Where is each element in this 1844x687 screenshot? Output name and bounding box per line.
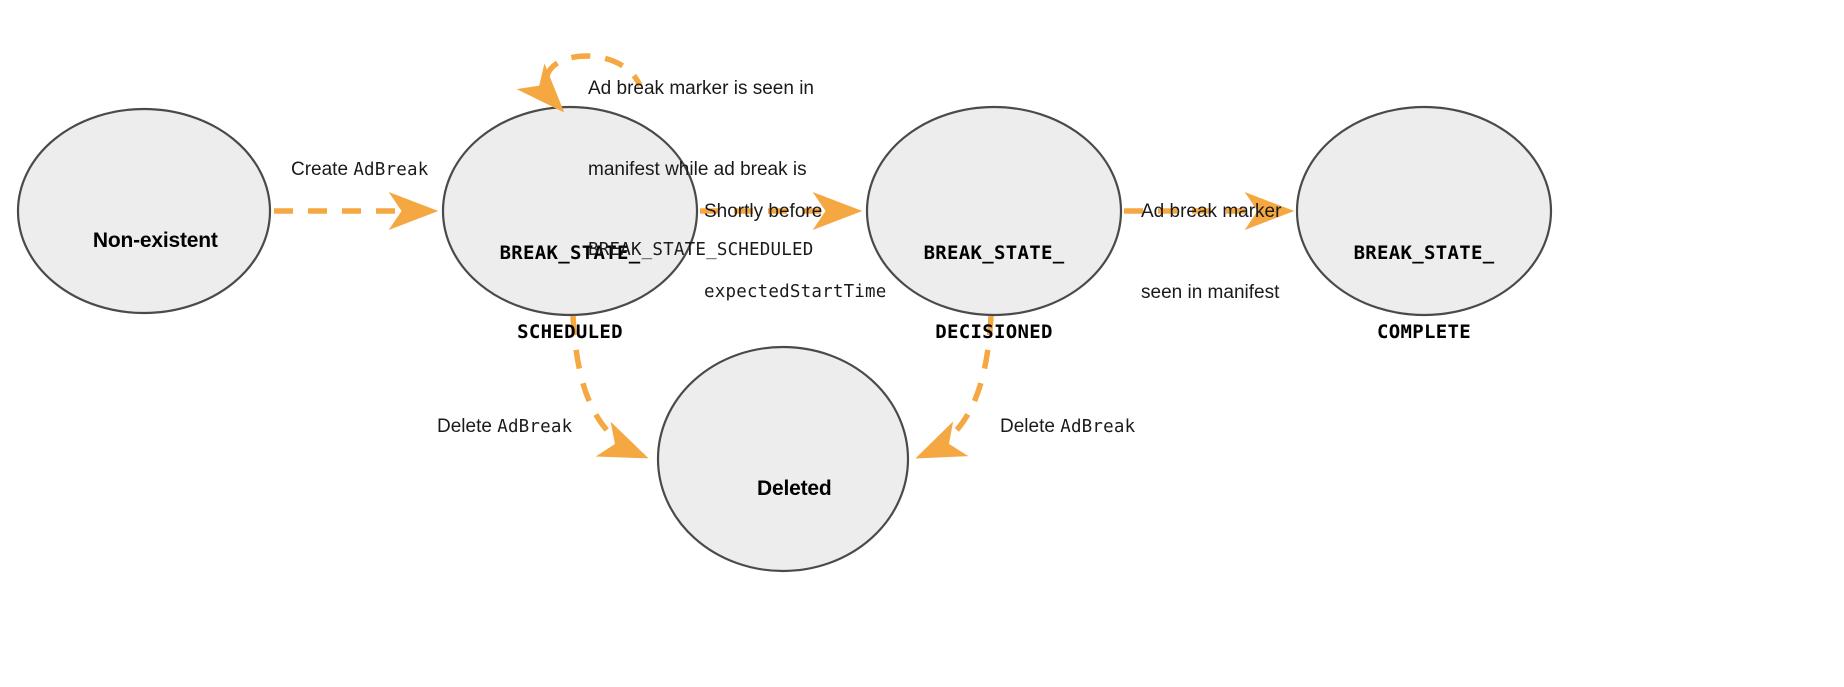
edge-ad-break-marker-seen-self-loop [516,53,643,113]
node-break-state-decisioned[interactable] [865,105,1123,317]
edge-delete-adbreak-from-decisioned [915,315,994,459]
edge-delete-adbreak-from-scheduled [570,315,649,459]
node-break-state-complete[interactable] [1295,105,1553,317]
node-non-existent[interactable] [16,107,272,315]
node-break-state-scheduled[interactable] [441,105,699,317]
node-deleted[interactable] [656,345,910,573]
